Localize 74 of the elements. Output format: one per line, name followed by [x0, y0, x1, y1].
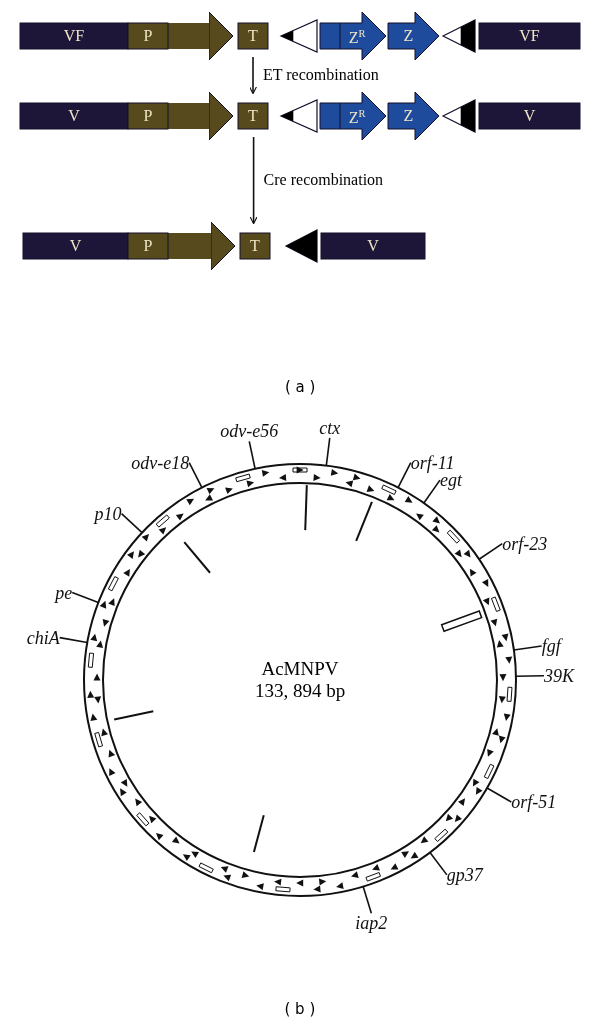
segment-label: Z — [402, 107, 415, 125]
segment-box — [479, 23, 580, 49]
segment-label: T — [247, 27, 259, 45]
gene-label: p10 — [94, 503, 122, 524]
segment-box — [128, 233, 168, 259]
leader-line — [478, 542, 504, 560]
gene-arrow — [168, 11, 234, 61]
gene-arrow — [168, 91, 234, 141]
segment-label: Z$^{R}$ — [347, 106, 367, 128]
segment-label: V — [67, 107, 81, 125]
gene-label: iap2 — [355, 913, 388, 934]
gene-label: 39K — [543, 665, 574, 686]
gene-label: orf-23 — [502, 533, 548, 554]
segment-box — [128, 103, 168, 129]
leader-line — [58, 636, 89, 644]
segment-box — [238, 23, 268, 49]
gene-segment — [388, 92, 439, 140]
genome-name-label: AcMNPV — [260, 658, 340, 680]
segment-box — [20, 103, 128, 129]
leader-line — [188, 461, 203, 489]
gene-label: pe — [55, 582, 73, 603]
segment-box — [479, 103, 580, 129]
segment-box — [321, 233, 425, 259]
gene-label: gp37 — [446, 864, 483, 885]
triangle-marker — [280, 19, 318, 53]
segment-box — [238, 103, 268, 129]
panel-label: ( a ) — [285, 378, 316, 396]
segment-box — [23, 233, 128, 259]
leader-line — [397, 461, 412, 489]
leader-line — [362, 885, 373, 915]
leader-line — [423, 479, 441, 504]
leader-line — [71, 591, 100, 604]
segment-label: P — [142, 237, 154, 255]
gene-label: orf-11 — [410, 452, 455, 473]
segment-box — [20, 23, 128, 49]
triangle-marker — [285, 229, 318, 263]
gene-arrow — [168, 221, 236, 271]
leader-line — [120, 512, 143, 534]
arrow — [248, 56, 258, 95]
segment-label: VF — [62, 27, 86, 45]
leader-line — [486, 787, 513, 803]
leader-line — [515, 674, 545, 678]
gene-label: fgf — [541, 636, 561, 657]
gene-label: odv-e56 — [220, 421, 279, 442]
genome-size-label: 133, 894 bp — [253, 680, 347, 702]
gene-label: ctx — [319, 417, 341, 438]
segment-label: T — [249, 237, 261, 255]
triangle-marker — [442, 99, 476, 133]
gene-segment — [320, 92, 386, 140]
segment-label: Z — [402, 27, 415, 45]
arrow — [249, 136, 258, 225]
segment-label: P — [142, 107, 154, 125]
gene-label: egt — [439, 470, 462, 491]
segment-label: Z$^{R}$ — [347, 26, 367, 48]
leader-line — [325, 437, 331, 467]
leader-line — [248, 440, 256, 470]
segment-label: V — [522, 107, 537, 125]
triangle-marker — [280, 99, 318, 133]
gene-label: odv-e18 — [131, 452, 190, 473]
gene-segment — [320, 12, 386, 60]
leader-line — [429, 851, 448, 876]
segment-label: P — [142, 27, 154, 45]
triangle-marker — [442, 19, 476, 53]
gene-label: orf-51 — [511, 792, 557, 812]
leader-line — [513, 645, 543, 651]
segment-label: V — [366, 237, 380, 255]
segment-label: V — [68, 237, 83, 255]
segment-box — [128, 23, 168, 49]
segment-label: VF — [518, 27, 541, 45]
gene-segment — [388, 12, 439, 60]
gene-label: chiA — [26, 627, 60, 648]
segment-label: T — [247, 107, 259, 125]
segment-box — [240, 233, 270, 259]
panel-label: ( b ) — [284, 1000, 316, 1018]
